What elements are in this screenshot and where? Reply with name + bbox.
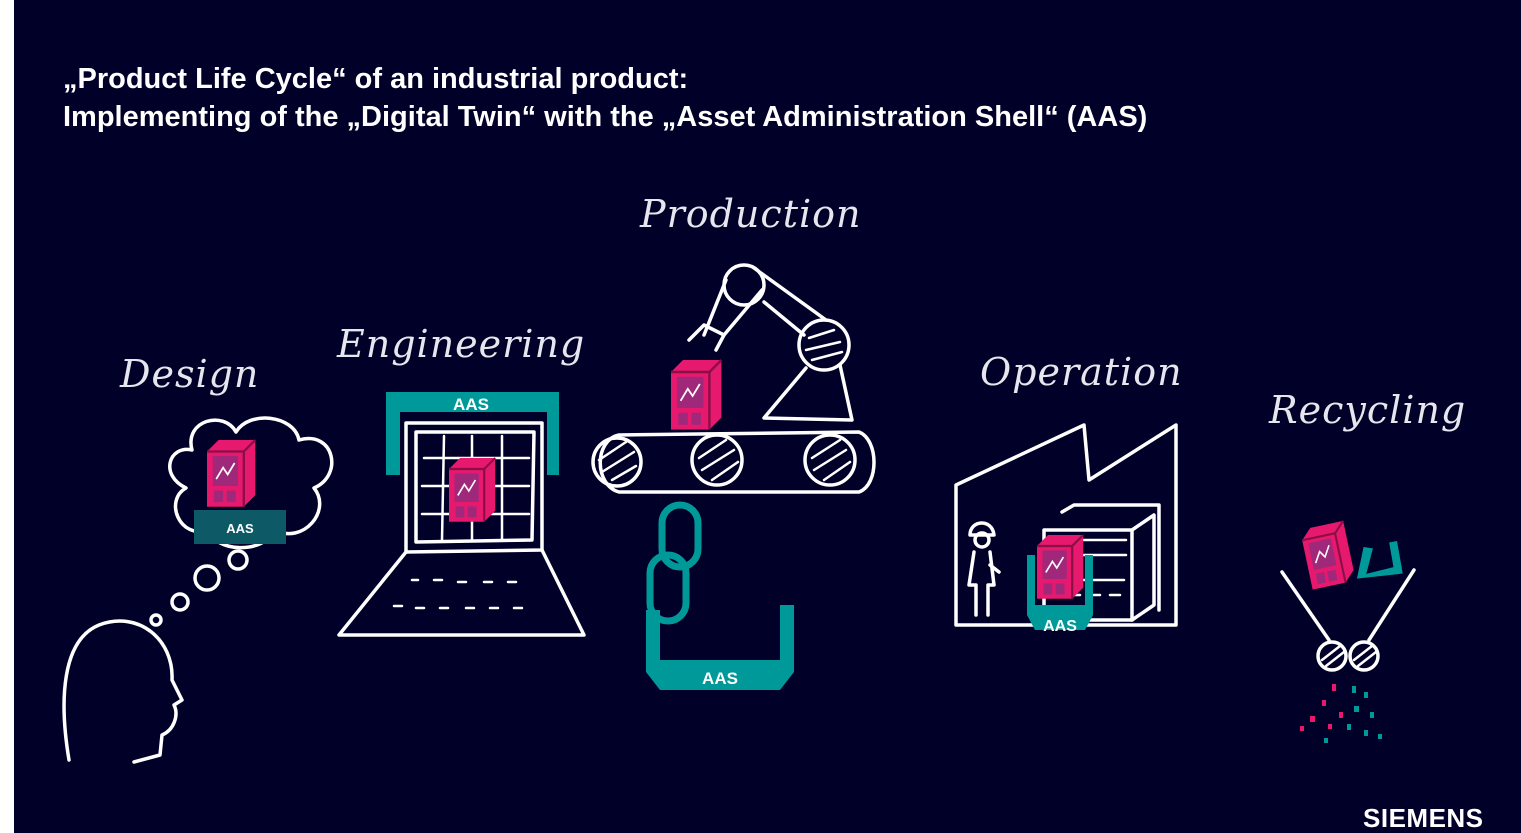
factory-building-icon: AAS	[954, 423, 1178, 635]
stage-label-recycling: Recycling	[1269, 388, 1467, 432]
stage-label-engineering: Engineering	[337, 322, 586, 366]
worker-icon	[967, 521, 1001, 617]
shredder-icon	[1280, 519, 1416, 743]
thought-cloud-icon: AAS	[149, 416, 334, 627]
stage-label-production: Production	[640, 192, 862, 236]
title-line-1: „Product Life Cycle“ of an industrial pr…	[63, 63, 689, 95]
title-line-2: Implementing of the „Digital Twin“ with …	[63, 101, 1148, 133]
lifecycle-illustration: AAS AAS	[62, 263, 1416, 764]
stage-label-design: Design	[120, 352, 260, 396]
conveyor-belt-icon	[591, 430, 876, 494]
thinking-head-icon	[62, 619, 184, 764]
laptop-icon: AAS	[337, 392, 586, 637]
chain-link-icon: AAS	[646, 501, 794, 690]
slide: AAS AAS	[14, 0, 1521, 833]
product-device-icon	[205, 438, 257, 508]
aas-label-design: AAS	[226, 521, 254, 536]
stage-label-operation: Operation	[980, 350, 1183, 394]
robot-arm-icon	[669, 263, 854, 431]
aas-label-production: AAS	[702, 669, 738, 688]
aas-label-operation: AAS	[1043, 618, 1077, 635]
siemens-logo: SIEMENS	[1363, 803, 1484, 833]
aas-label-engineering: AAS	[453, 395, 489, 414]
